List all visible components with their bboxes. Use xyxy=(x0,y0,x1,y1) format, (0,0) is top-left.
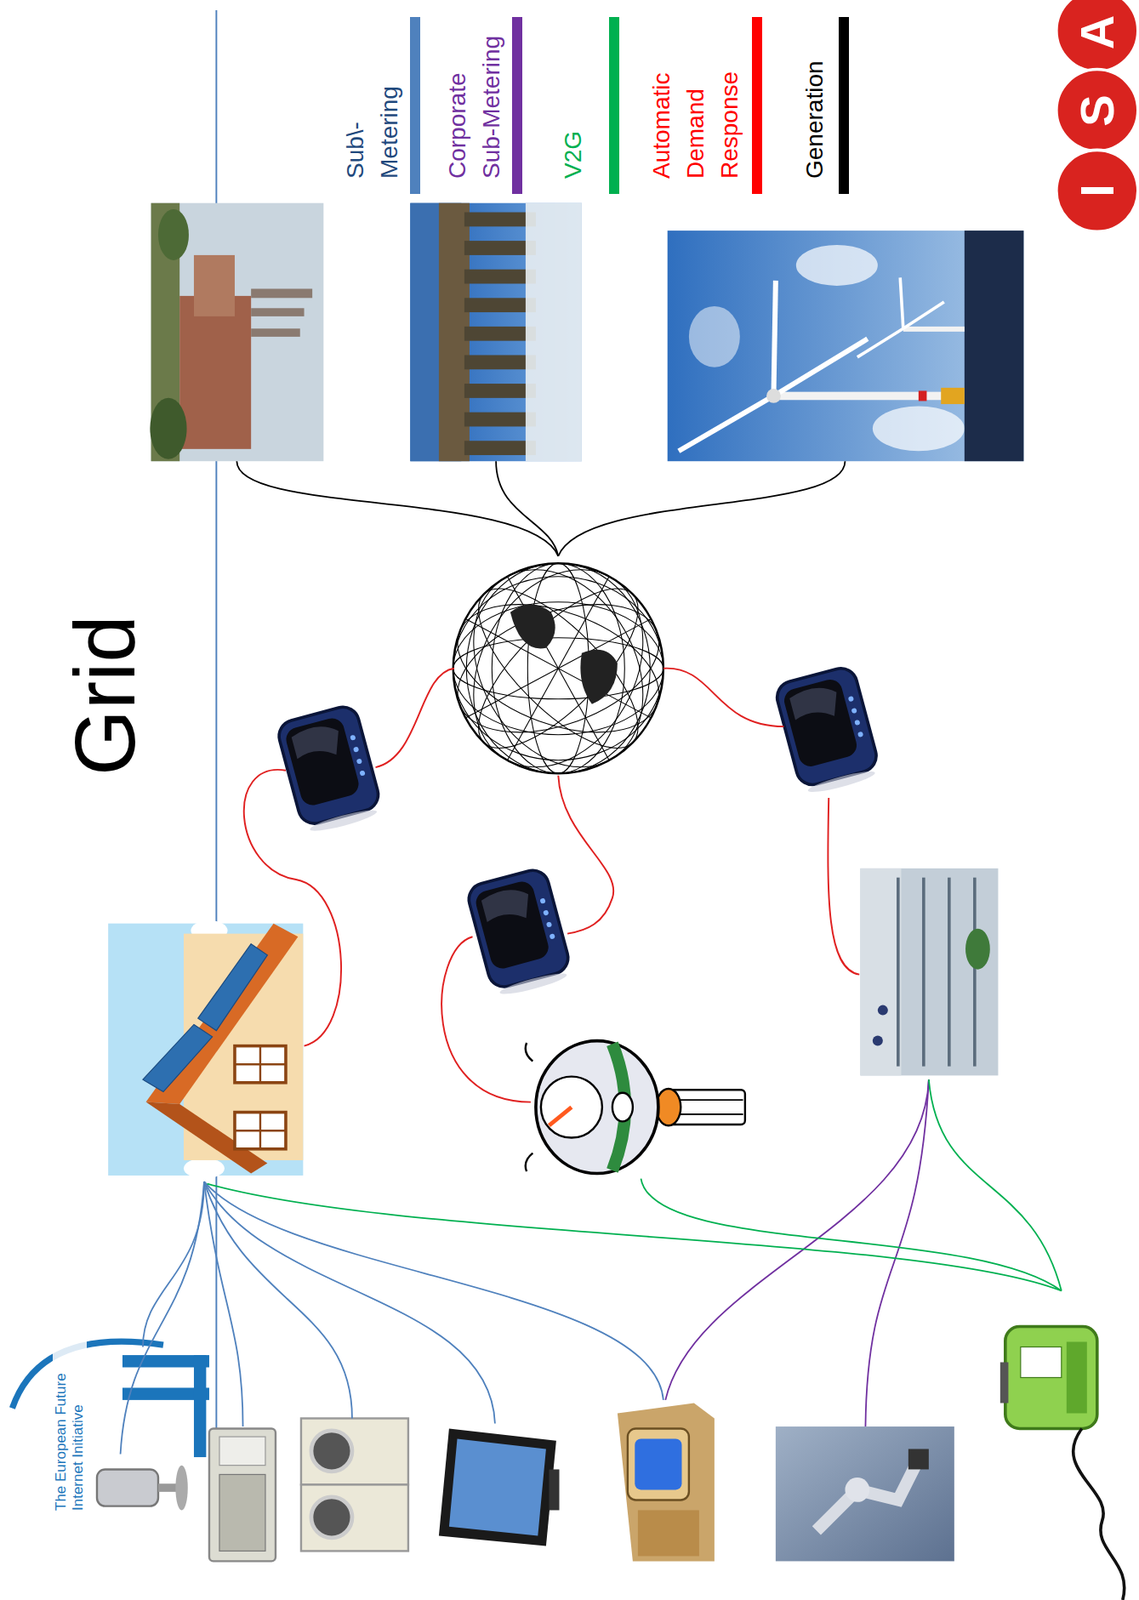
legend-label: Corporate Sub-Metering xyxy=(440,25,509,179)
generation-wires xyxy=(236,461,845,557)
power-plant-photo xyxy=(149,203,324,462)
house-with-solar xyxy=(108,920,303,1179)
legend-swatch xyxy=(410,17,421,194)
ev-charger xyxy=(1000,1326,1125,1600)
wind-farm-photo xyxy=(667,230,1025,462)
legend-swatch xyxy=(838,17,849,194)
computer xyxy=(617,1402,715,1561)
logo-text: The European Future Internet Initiative xyxy=(52,1340,87,1511)
globe xyxy=(439,539,678,798)
legend-label: V2G xyxy=(556,130,591,179)
washer-dryer xyxy=(301,1418,409,1551)
isa-logo xyxy=(1056,0,1139,232)
network-wires xyxy=(244,668,860,1103)
legend-label: Automatic Demand Response xyxy=(644,59,747,179)
v2g-wires xyxy=(207,1079,1062,1291)
slide-title: Grid xyxy=(57,615,152,776)
legend-label: Generation xyxy=(797,60,832,179)
logo-letter: I xyxy=(1071,183,1123,198)
dam-photo xyxy=(410,203,582,462)
legend-swatch xyxy=(512,17,523,194)
router xyxy=(465,866,575,1000)
logo-letter: A xyxy=(1071,15,1123,50)
microwave xyxy=(209,1428,276,1561)
efii-logo xyxy=(11,1341,210,1458)
legend-swatch xyxy=(751,17,763,194)
corporate-wires xyxy=(665,1079,929,1427)
submetering-wires xyxy=(120,1181,664,1454)
television xyxy=(438,1428,560,1546)
legend-swatch xyxy=(609,17,620,194)
factory-photo xyxy=(859,868,998,1077)
router xyxy=(275,703,385,837)
smart-meter xyxy=(525,1041,746,1174)
logo-letter: S xyxy=(1071,94,1123,126)
heater xyxy=(96,1465,188,1511)
robot-photo xyxy=(775,1426,955,1561)
router xyxy=(773,664,883,798)
legend-label: Sub\-Metering xyxy=(338,59,407,179)
